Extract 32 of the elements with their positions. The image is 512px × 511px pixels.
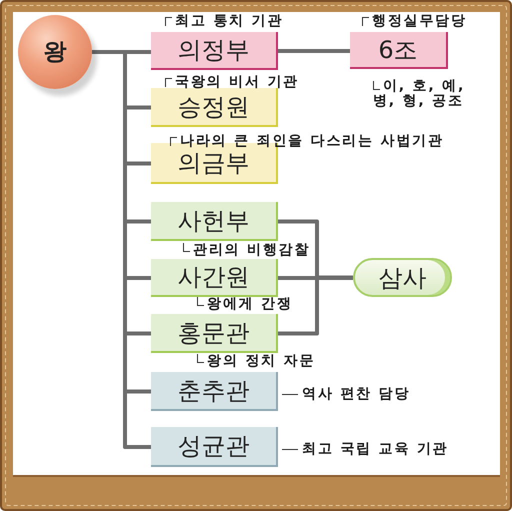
annotation: 관리의 비행감찰: [183, 241, 310, 259]
node-label: 성균관: [178, 432, 250, 460]
annotation: 최고 국립 교육 기관: [282, 440, 448, 458]
office-box: [151, 314, 278, 353]
annotation: 최고 통치 기관: [165, 12, 284, 30]
office-box: [151, 427, 278, 467]
office-box: [151, 32, 278, 70]
connector-line: [278, 49, 350, 53]
node-label: 사간원: [178, 263, 250, 291]
office-box: [350, 32, 448, 69]
annotation: 행정실무담당: [362, 12, 467, 30]
node-label: 왕: [44, 38, 66, 66]
node-label: 사헌부: [178, 206, 250, 234]
annotation: 왕에게 간쟁: [197, 295, 293, 313]
annotation: 국왕의 비서 기관: [165, 73, 299, 91]
office-box: [151, 259, 278, 297]
office-box: [151, 372, 278, 411]
office-box: [151, 88, 278, 127]
connector-line: [278, 276, 353, 280]
node-label: 홍문관: [178, 318, 250, 346]
node-label: 6조: [378, 36, 418, 64]
node-label: 의정부: [178, 36, 250, 64]
node-label: 의금부: [178, 148, 250, 176]
office-box: [151, 202, 278, 241]
annotation: 이, 호, 예, 병, 형, 공조: [373, 79, 471, 109]
node-label: 삼사: [378, 264, 426, 292]
group-pill: [353, 258, 452, 297]
node-label: 승정원: [178, 92, 250, 120]
annotation: 왕의 정치 자문: [197, 352, 316, 370]
annotation: 나라의 큰 죄인을 다스리는 사법기관: [170, 132, 444, 150]
node-label: 춘추관: [178, 376, 250, 404]
annotation: 역사 편찬 담당: [282, 385, 410, 403]
